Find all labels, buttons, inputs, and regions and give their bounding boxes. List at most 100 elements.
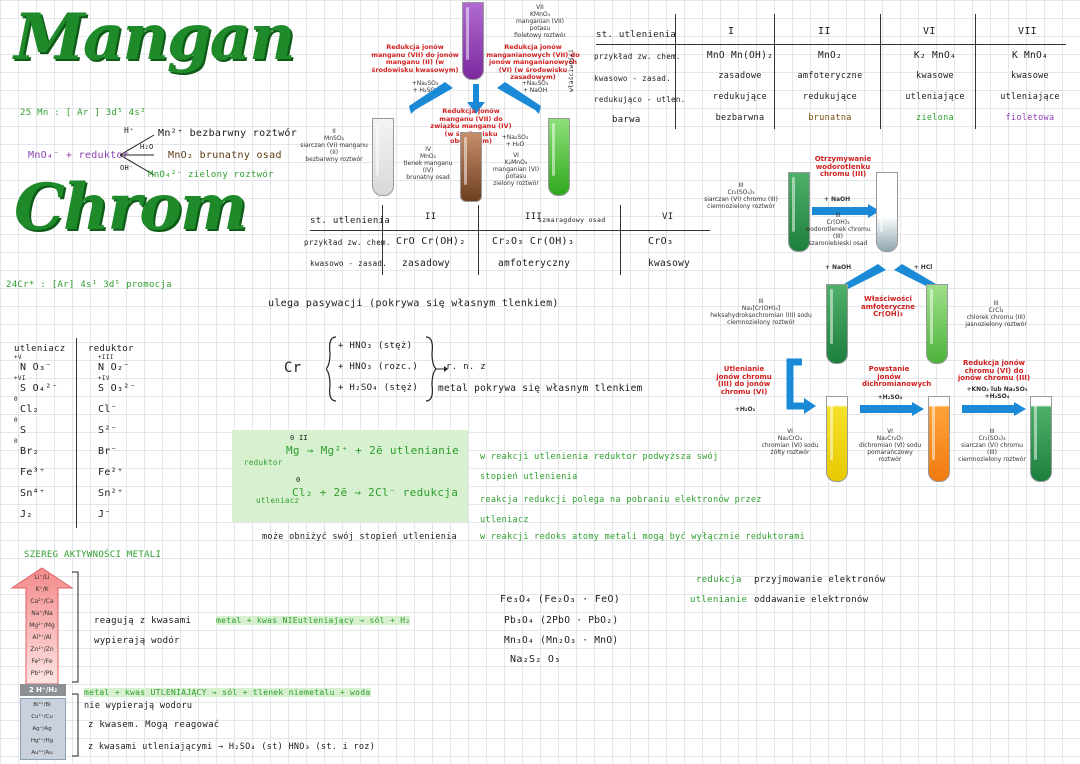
mno4-reduktor: MnO₄⁻ + reduktor — [28, 150, 130, 161]
tube-cr2so43-final-label: III Cr₂(SO₄)₃ siarczan (VI) chromu (III)… — [958, 428, 1026, 463]
mangan-branch-arrows — [119, 134, 155, 176]
mangan-cell: K MnO₄ — [1011, 50, 1049, 61]
szereg-l4: nie wypierają wodoru — [84, 701, 193, 711]
utleniacz-side-label: utleniacz — [256, 496, 300, 505]
n2: reakcja redukcji polega na pobraniu elek… — [480, 495, 762, 525]
reduktor-item: S²⁻ — [98, 425, 117, 436]
redukcja-word: redukcja — [696, 575, 742, 585]
na2s2o3: Na₂S₂ O₃ — [510, 654, 561, 665]
arrow-utl — [786, 358, 816, 414]
naoh-mid: + NaOH — [824, 264, 852, 271]
chrom-kz-3: amfoteryczny — [498, 258, 571, 269]
utleniacz-item: N O₃⁻ — [20, 362, 52, 373]
mangan-cell: bezbarwna — [715, 113, 765, 123]
mangan-row-barwa: barwa — [612, 115, 641, 125]
utleniacz-ox: +V — [14, 354, 22, 361]
chrom-head-3: III — [525, 212, 543, 222]
red-left-reag: +Na₂SO₃ + H₂SO₄ — [411, 80, 439, 94]
reduktor-item: N O₂⁻ — [98, 362, 130, 373]
mangan-cell: fioletowa — [1005, 113, 1055, 123]
wlasciwosci-label: Właściwości amfoteryczne Cr(OH)₃ — [861, 295, 915, 318]
tube-na3croh6-label: III Na₃[Cr(OH)₆] heksahydroksochromian (… — [710, 298, 812, 326]
reduktor-item: Sn²⁺ — [98, 488, 124, 499]
rnz-arrow — [436, 366, 448, 372]
moze-label: może obniżyć swój stopień utlenienia — [262, 532, 458, 542]
pasywacja-note: ulega pasywacji (pokrywa się własnym tle… — [268, 298, 559, 309]
utleniacz-item: Sn⁴⁺ — [20, 488, 46, 499]
chrom-head-6: VI — [662, 212, 674, 222]
chrom-note: szmaragdowy osad — [538, 216, 606, 224]
przyjmowanie: przyjmowanie elektronów — [754, 575, 886, 585]
arrow-redcr — [962, 402, 1026, 416]
chrom-ex-6: CrO₃ — [648, 236, 674, 247]
mangan-cell: utleniające — [1000, 92, 1060, 102]
szereg-l5: z kwasem. Mogą reagować — [88, 720, 220, 730]
cr-symbol: Cr — [284, 360, 302, 376]
mangan-col-head: II — [818, 26, 831, 37]
szereg-l1: reagują z kwasami — [94, 616, 192, 626]
mangan-arrows — [409, 82, 541, 114]
szereg-mid: 2 H⁺/H₂ — [20, 684, 66, 696]
chrom-row-stutl: st. utlenienia — [310, 216, 391, 226]
szereg-top-item: Ca²⁺/Ca — [30, 598, 54, 605]
mangan-row-stutl: st. utlenienia — [596, 30, 677, 40]
utleniacz-ox: 0 — [14, 438, 18, 445]
szereg-top-item: Mg²⁺/Mg — [29, 622, 55, 629]
tube-na2cro4-label: VI Na₂CrO₄ chromian (VI) sodu żółty rozt… — [761, 428, 819, 456]
acid-2: + HNO₃ (rozc.) — [338, 362, 419, 372]
utleniacz-ox: 0 — [14, 417, 18, 424]
mangan-cell: brunatna — [808, 113, 852, 123]
mangan-cell: kwasowe — [916, 71, 954, 81]
szereg-top-item: Zn²⁺/Zn — [30, 646, 54, 653]
reduktor-item: S O₃²⁻ — [98, 383, 136, 394]
chrom-head-2: II — [425, 212, 437, 222]
reduktor-item: Fe²⁺ — [98, 467, 124, 478]
oh-label: OH⁻ — [120, 164, 134, 172]
arrows-amfo — [844, 264, 936, 290]
mangan-col-head: I — [728, 26, 735, 37]
tube-mnso4 — [372, 118, 394, 196]
mangan-row-redutl: redukująco - utlen. — [594, 95, 686, 104]
mno2-result: MnO₂ brunatny osad — [168, 150, 282, 161]
rnz-label: r. n. z — [446, 362, 487, 372]
utleniacz-item: S — [20, 425, 27, 436]
n3: w reakcji redoks atomy metali mogą być w… — [480, 532, 806, 542]
red-right-label: Redukcja jonów manganianowych (VII) do j… — [486, 43, 580, 81]
reduktor-item: J⁻ — [98, 509, 111, 520]
red-mid-reag: +Na₂SO₃ + H₂O — [501, 134, 529, 148]
reduktor-ox: +IV — [98, 375, 110, 382]
szereg-l6: z kwasami utleniającymi → H₂SO₄ (st) HNO… — [88, 742, 376, 752]
redox-greenbox — [232, 430, 468, 522]
eq1: Mg → Mg²⁺ + 2ē utlenianie — [286, 444, 460, 457]
tube-mno2 — [460, 132, 482, 202]
h2o-label: H₂O — [140, 143, 154, 151]
utleniacz-item: Cl₂ — [20, 404, 39, 415]
utlenianie-word: utlenianie — [690, 595, 748, 605]
utleniacz-ox: +VI — [14, 375, 26, 382]
szereg-l3: metal + kwas UTLENIAJĄCY → sól + tlenek … — [84, 688, 371, 697]
szereg-top-item: K⁺/K — [35, 586, 49, 593]
tube-cr2so43 — [788, 172, 810, 252]
szereg-title: SZEREG AKTYWNOŚCI METALI — [24, 550, 162, 560]
utleniacz-head: utleniacz — [14, 344, 66, 354]
tube-na2cr2o7-label: VI Na₂Cr₂O₇ dichromian (VI) sodu pomarań… — [858, 428, 922, 463]
utleniacz-item: J₂ — [20, 509, 33, 520]
tube-kmno4-label: VII KMnO₄ manganian (VII) potasu fioleto… — [514, 4, 566, 39]
naoh-top: + NaOH — [823, 196, 851, 203]
mangan-cell: K₂ MnO₄ — [913, 50, 957, 61]
tube-na3croh6 — [826, 284, 848, 364]
mangan-row-kz: kwasowo - zasad. — [594, 74, 672, 83]
szereg-bottom-item: Ag⁺/Ag — [32, 726, 52, 732]
h2o2-label: +H₂O₂ — [734, 406, 756, 413]
mangan-cell: MnO Mn(OH)₂ — [706, 50, 774, 61]
tube-k2mno4-label: VI K₂MnO₄ manganian (VI) potasu zielony … — [492, 152, 540, 187]
utlenianie-cr-label: Utlenianie jonów chromu (III) do jonów c… — [716, 365, 772, 396]
redukcja-cr-label: Redukcja jonów chromu (VI) do jonów chro… — [957, 359, 1031, 382]
chrom-kz-6: kwasowy — [648, 258, 691, 269]
reduktor-item: Cl⁻ — [98, 404, 117, 415]
tube-mnso4-label: II MnSO₄ siarczan (VI) manganu (II) bezb… — [300, 128, 368, 163]
h-plus-label: H⁺ — [124, 126, 135, 135]
eq2-ox: 0 — [296, 476, 301, 484]
tube-croh3 — [876, 172, 898, 252]
szereg-top-item: Li⁺/Li — [34, 574, 50, 581]
